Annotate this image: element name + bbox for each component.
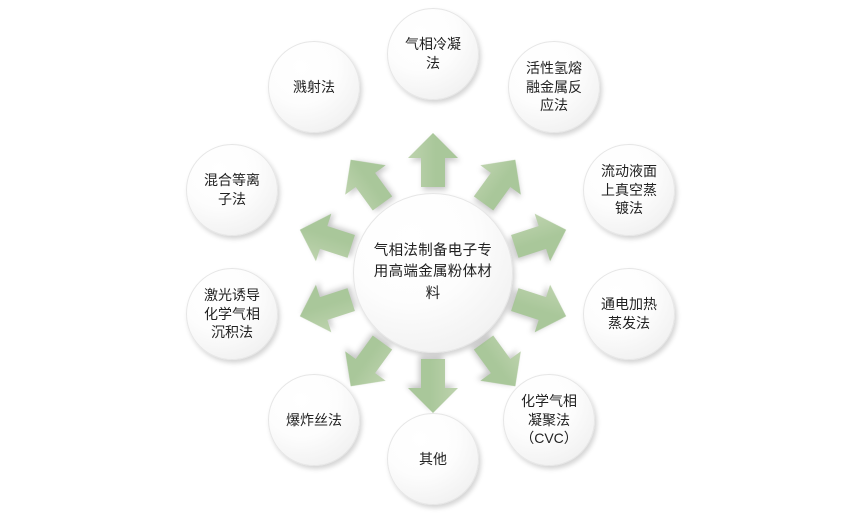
satellite-node-left-lower[interactable]: 激光诱导化学气相沉积法 xyxy=(186,268,278,360)
satellite-node-label: 爆炸丝法 xyxy=(286,411,342,428)
satellite-node-bottom-right[interactable]: 化学气相凝聚法（CVC） xyxy=(503,374,595,466)
satellite-node-top-left[interactable]: 溅射法 xyxy=(268,41,360,133)
arrow-up-icon xyxy=(330,328,402,401)
satellite-node-label: 化学气相凝聚法（CVC） xyxy=(520,392,578,447)
arrow-up-icon xyxy=(408,359,458,413)
arrow-up-icon xyxy=(408,133,458,187)
arrow-up-icon xyxy=(507,276,574,340)
satellite-node-right-lower[interactable]: 通电加热蒸发法 xyxy=(583,268,675,360)
satellite-node-label: 气相冷凝法 xyxy=(405,36,461,71)
arrow-up-icon xyxy=(463,328,535,401)
satellite-node-top[interactable]: 气相冷凝法 xyxy=(387,8,479,100)
satellite-node-top-right[interactable]: 活性氢熔融金属反应法 xyxy=(508,41,600,133)
arrow-up-icon xyxy=(507,206,574,270)
satellite-node-label: 活性氢熔融金属反应法 xyxy=(526,59,582,114)
satellite-node-label: 流动液面上真空蒸镀法 xyxy=(601,162,657,217)
satellite-node-bottom[interactable]: 其他 xyxy=(387,413,479,505)
arrow-up-icon xyxy=(463,145,535,218)
satellite-node-left-upper[interactable]: 混合等离子法 xyxy=(186,144,278,236)
arrow-up-icon xyxy=(292,206,359,270)
satellite-node-label: 通电加热蒸发法 xyxy=(601,296,657,331)
satellite-node-label: 溅射法 xyxy=(293,78,335,95)
satellite-node-bottom-left[interactable]: 爆炸丝法 xyxy=(268,374,360,466)
satellite-node-label: 激光诱导化学气相沉积法 xyxy=(204,286,260,341)
center-node[interactable]: 气相法制备电子专用高端金属粉体材料 xyxy=(353,193,513,353)
arrow-up-icon xyxy=(330,145,402,218)
satellite-node-right-upper[interactable]: 流动液面上真空蒸镀法 xyxy=(583,144,675,236)
arrow-up-icon xyxy=(292,276,359,340)
satellite-node-label: 混合等离子法 xyxy=(204,172,260,207)
center-node-label: 气相法制备电子专用高端金属粉体材料 xyxy=(373,243,493,302)
satellite-node-label: 其他 xyxy=(419,450,447,467)
